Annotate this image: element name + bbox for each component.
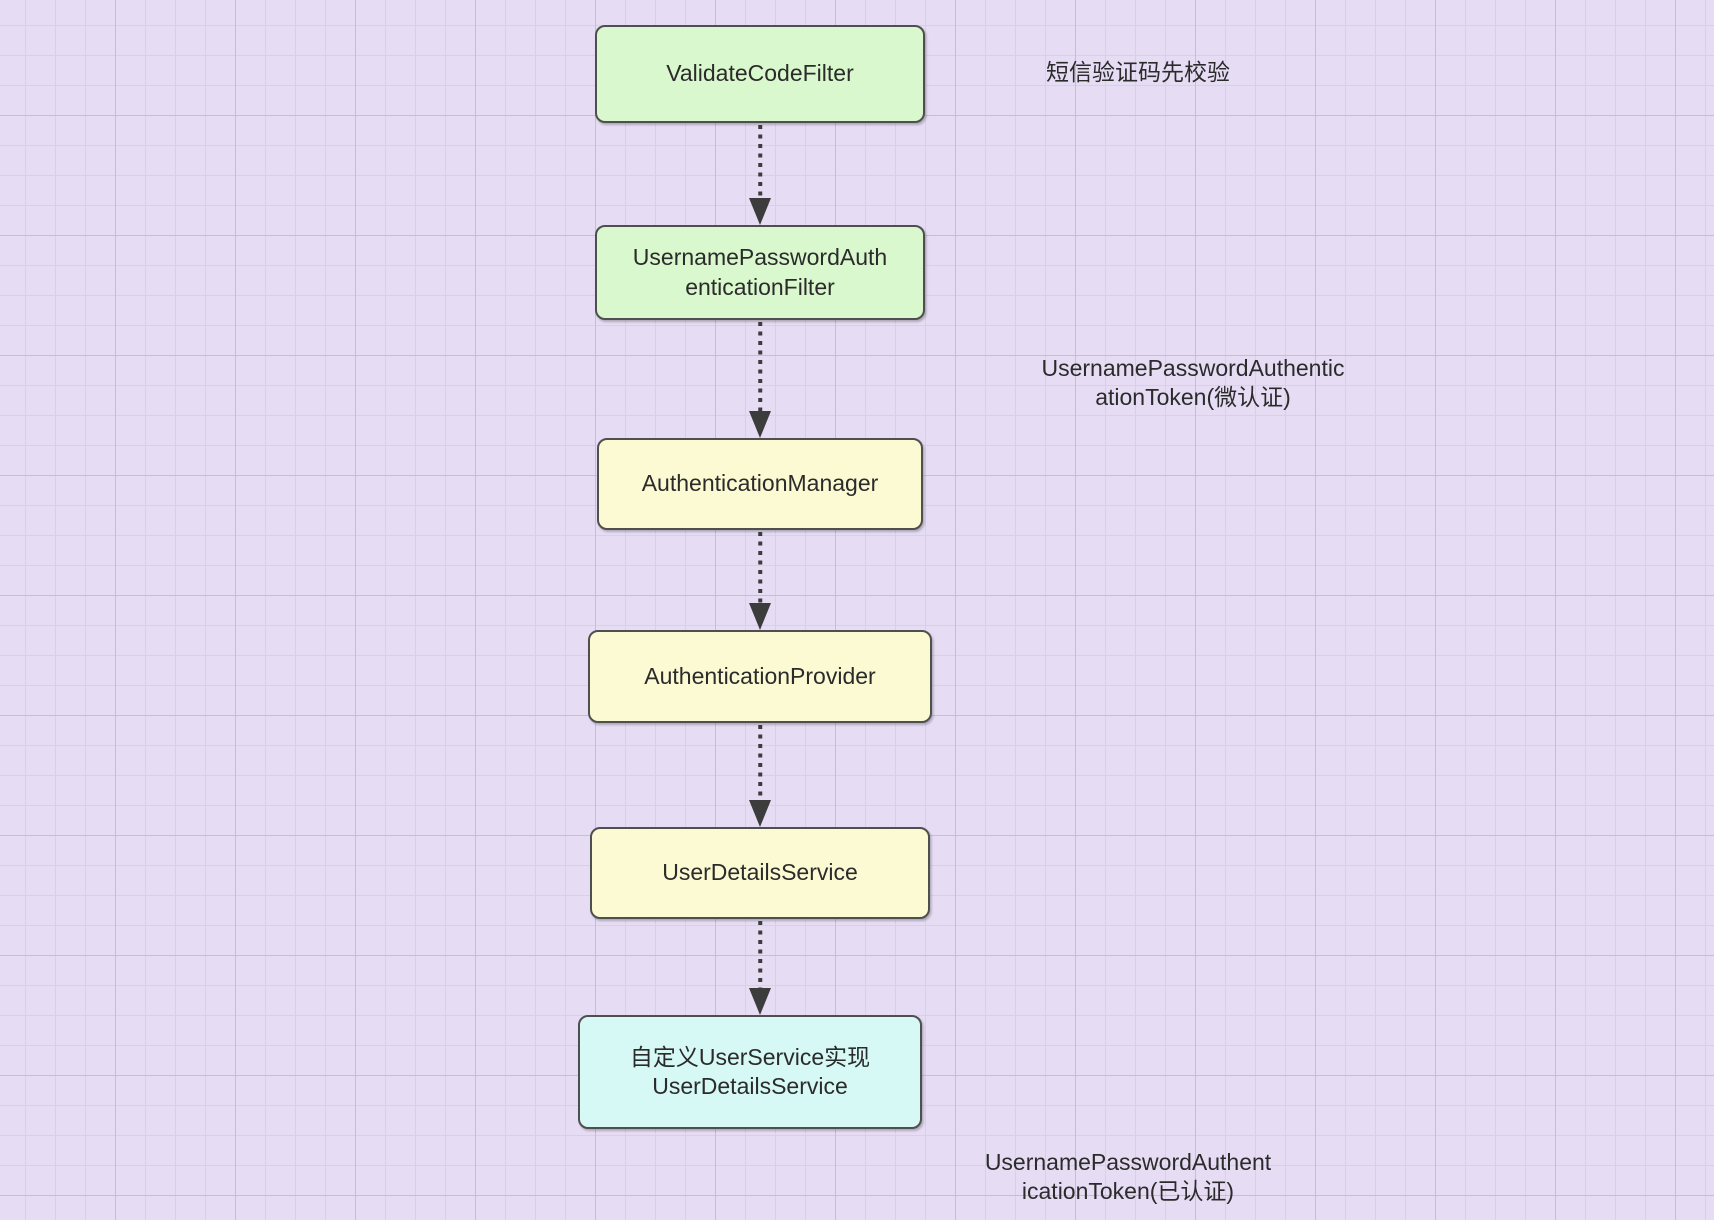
annotation-line2: ationToken(微认证) [1095,384,1291,410]
node-username-password-authentication-filter: UsernamePasswordAuth enticationFilter [595,225,925,320]
annotation-line2: icationToken(已认证) [1021,1178,1235,1204]
node-authentication-provider: AuthenticationProvider [588,630,932,723]
annotation-sms-note: 短信验证码先校验 [988,58,1288,87]
arrow-userdetailsservice-to-customuserservice [748,919,772,1015]
node-custom-user-service: 自定义UserService实现 UserDetailsService [578,1015,922,1129]
arrowhead-down-icon [749,988,771,1015]
node-authentication-manager: AuthenticationManager [597,438,923,530]
annotation-token-unauthenticated: UsernamePasswordAuthentic ationToken(微认证… [1023,354,1363,412]
arrowhead-down-icon [749,411,771,438]
dotted-line [758,322,762,414]
node-label: AuthenticationManager [641,470,879,497]
dotted-line [758,921,762,991]
node-label-line2: UserDetailsService [652,1073,848,1099]
node-label-line1: UsernamePasswordAuth [632,244,888,271]
node-label-line1: 自定义UserService实现 [629,1043,871,1070]
arrow-authenticationmanager-to-authenticationprovider [748,530,772,630]
node-user-details-service: UserDetailsService [590,827,930,919]
dotted-line [758,125,762,201]
arrowhead-down-icon [749,198,771,225]
annotation-token-authenticated: UsernamePasswordAuthent icationToken(已认证… [958,1148,1298,1206]
dotted-line [758,725,762,803]
node-label: ValidateCodeFilter [666,60,854,87]
node-validate-code-filter: ValidateCodeFilter [595,25,925,123]
arrow-authenticationprovider-to-userdetailsservice [748,723,772,827]
dotted-line [758,532,762,606]
arrow-validatecodefilter-to-usernamepasswordfilter [748,123,772,225]
node-label: UserDetailsService [662,859,858,886]
arrowhead-down-icon [749,603,771,630]
node-label: AuthenticationProvider [644,662,876,689]
annotation-line1: UsernamePasswordAuthentic [1041,355,1345,381]
arrow-usernamepasswordfilter-to-authenticationmanager [748,320,772,438]
node-label-line2: enticationFilter [685,273,835,300]
arrowhead-down-icon [749,800,771,827]
annotation-text: 短信验证码先校验 [1046,59,1230,85]
annotation-line1: UsernamePasswordAuthent [984,1149,1272,1175]
